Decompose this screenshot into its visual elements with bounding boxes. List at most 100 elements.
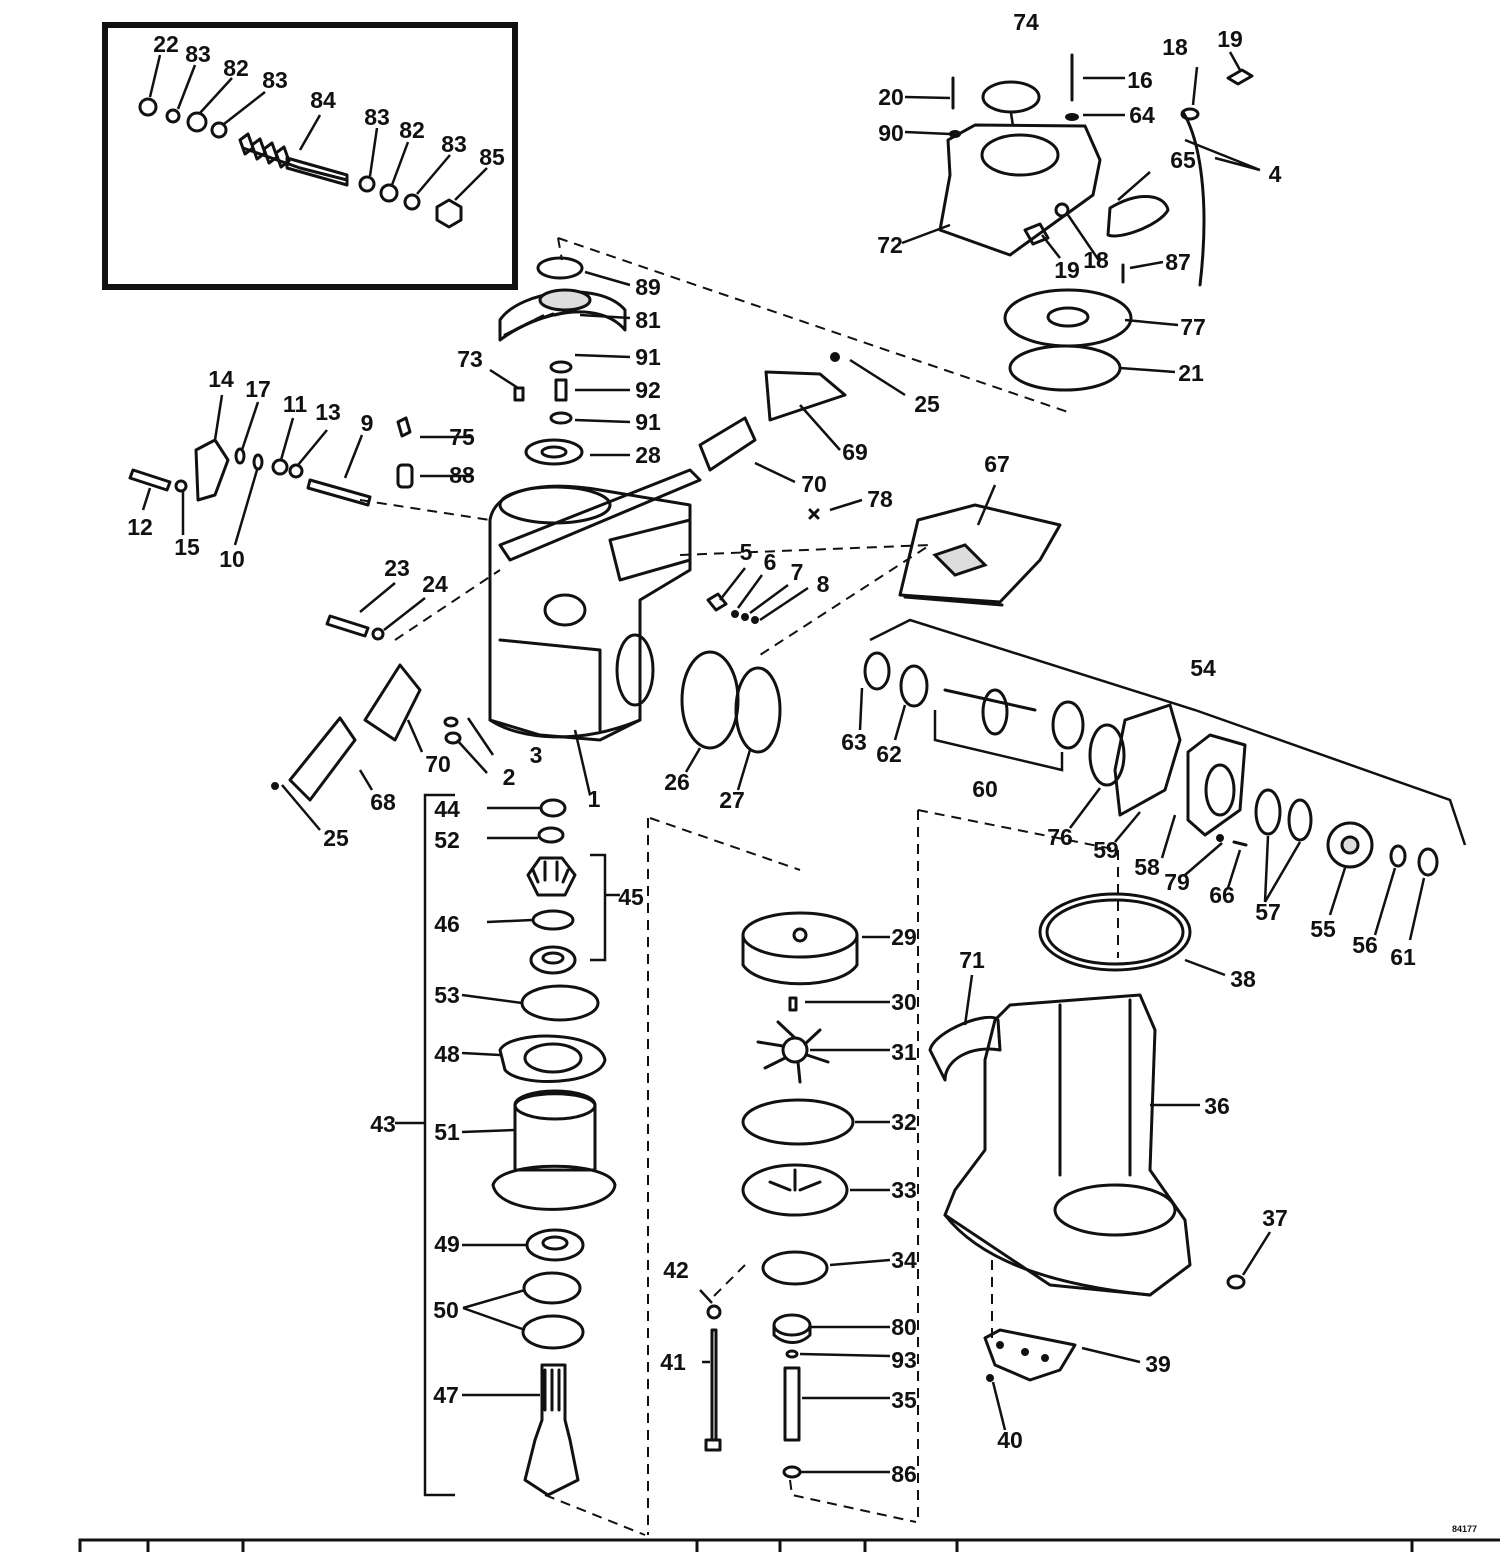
part-47-drive-shaft xyxy=(523,1363,580,1497)
callout-25: 25 xyxy=(323,825,349,851)
callout-44: 44 xyxy=(434,796,460,822)
callout-25: 25 xyxy=(914,391,940,417)
callout-72: 72 xyxy=(877,232,903,258)
drawing-code: 84177 xyxy=(1452,1524,1477,1534)
part-83-washer-4 xyxy=(403,193,421,211)
part-82-ring-2 xyxy=(379,183,399,203)
callout-76: 76 xyxy=(1047,824,1073,850)
inset-shift-assembly xyxy=(102,22,518,290)
callout-81: 81 xyxy=(635,307,661,333)
callout-70: 70 xyxy=(801,471,827,497)
part-86-grommet xyxy=(782,1465,802,1479)
bracket-54 xyxy=(869,618,1467,846)
part-35-tube xyxy=(783,1366,801,1442)
callout-19: 19 xyxy=(1217,26,1243,52)
part-49-bearing xyxy=(525,1228,585,1262)
part-76-o-ring xyxy=(1088,723,1126,787)
part-74-ring xyxy=(981,80,1041,114)
callout-19: 19 xyxy=(1054,257,1080,283)
callout-31: 31 xyxy=(891,1039,917,1065)
part-66-screw xyxy=(1232,840,1248,847)
callout-41: 41 xyxy=(660,1349,686,1375)
callout-86: 86 xyxy=(891,1461,917,1487)
callout-42: 42 xyxy=(663,1257,689,1283)
part-91-washer-2 xyxy=(549,411,573,425)
right-housing-assembly xyxy=(928,892,1272,1431)
callout-52: 52 xyxy=(434,827,460,853)
part-48-gasket xyxy=(498,1034,607,1083)
callout-56: 56 xyxy=(1352,932,1378,958)
part-33-pump-base xyxy=(741,1163,849,1217)
part-62-bearing xyxy=(899,664,929,708)
callout-10: 10 xyxy=(219,546,245,572)
part-90-washer xyxy=(949,130,961,138)
callout-59: 59 xyxy=(1093,837,1119,863)
callout-28: 28 xyxy=(635,442,661,468)
bottom-table-border xyxy=(78,1538,1500,1552)
callout-51: 51 xyxy=(434,1119,460,1145)
part-79-pin xyxy=(1216,834,1224,842)
part-91-washer xyxy=(549,360,573,374)
part-57-seal xyxy=(1254,788,1282,836)
inset-frame xyxy=(102,22,518,290)
part-19-bolt-2 xyxy=(1023,222,1050,246)
part-6-washer xyxy=(731,610,739,618)
part-92-spring xyxy=(554,378,568,402)
callout-24: 24 xyxy=(422,571,448,597)
part-1-gearcase-housing xyxy=(488,468,702,742)
part-65-bracket xyxy=(1106,194,1170,238)
callout-23: 23 xyxy=(384,555,410,581)
part-45-bearing xyxy=(529,945,577,975)
part-19-bolt xyxy=(1226,68,1254,86)
part-22-plug xyxy=(138,97,158,117)
callout-53: 53 xyxy=(434,982,460,1008)
part-61-ring xyxy=(1417,847,1439,877)
callout-14: 14 xyxy=(208,366,234,392)
callout-39: 39 xyxy=(1145,1351,1171,1377)
part-27-o-ring xyxy=(734,666,782,754)
callout-35: 35 xyxy=(891,1387,917,1413)
callout-83: 83 xyxy=(185,41,211,67)
part-83-washer-3 xyxy=(358,175,376,193)
part-72-cover xyxy=(938,123,1102,257)
part-23-bolt xyxy=(325,614,370,638)
callout-34: 34 xyxy=(891,1247,917,1273)
part-32-plate xyxy=(741,1098,855,1146)
part-29-pump-housing xyxy=(741,911,859,986)
part-83-washer xyxy=(165,108,181,124)
part-75-spring xyxy=(396,416,412,438)
part-78-clip xyxy=(808,508,820,520)
part-38-gasket xyxy=(1038,892,1192,972)
part-39-plate xyxy=(983,1328,1077,1382)
part-93-o-ring xyxy=(785,1349,799,1359)
callout-6: 6 xyxy=(764,549,777,575)
callout-38: 38 xyxy=(1230,966,1256,992)
part-42-grommet xyxy=(706,1304,722,1320)
group-54-assembly xyxy=(858,618,1467,941)
callout-43: 43 xyxy=(370,1111,396,1137)
callout-2: 2 xyxy=(503,764,516,790)
part-55-spline-coupler xyxy=(1326,821,1374,869)
part-12-bolt xyxy=(128,468,172,492)
part-24-washer xyxy=(371,627,385,641)
callout-64: 64 xyxy=(1129,102,1155,128)
callout-49: 49 xyxy=(434,1231,460,1257)
part-5-nut xyxy=(706,592,728,612)
callout-60: 60 xyxy=(972,776,998,802)
part-63-washer xyxy=(863,651,891,691)
callout-83: 83 xyxy=(441,131,467,157)
part-34-seal xyxy=(761,1250,829,1286)
water-pump-column xyxy=(699,911,891,1479)
top-right-cover-assembly xyxy=(901,51,1261,392)
callout-4: 4 xyxy=(1269,161,1282,187)
callout-50: 50 xyxy=(433,1297,459,1323)
callout-18: 18 xyxy=(1162,34,1188,60)
callout-40: 40 xyxy=(997,1427,1023,1453)
callout-7: 7 xyxy=(791,559,804,585)
part-46-shim xyxy=(531,909,575,931)
part-30-key xyxy=(788,996,798,1012)
callout-30: 30 xyxy=(891,989,917,1015)
part-53-o-ring xyxy=(520,984,600,1022)
